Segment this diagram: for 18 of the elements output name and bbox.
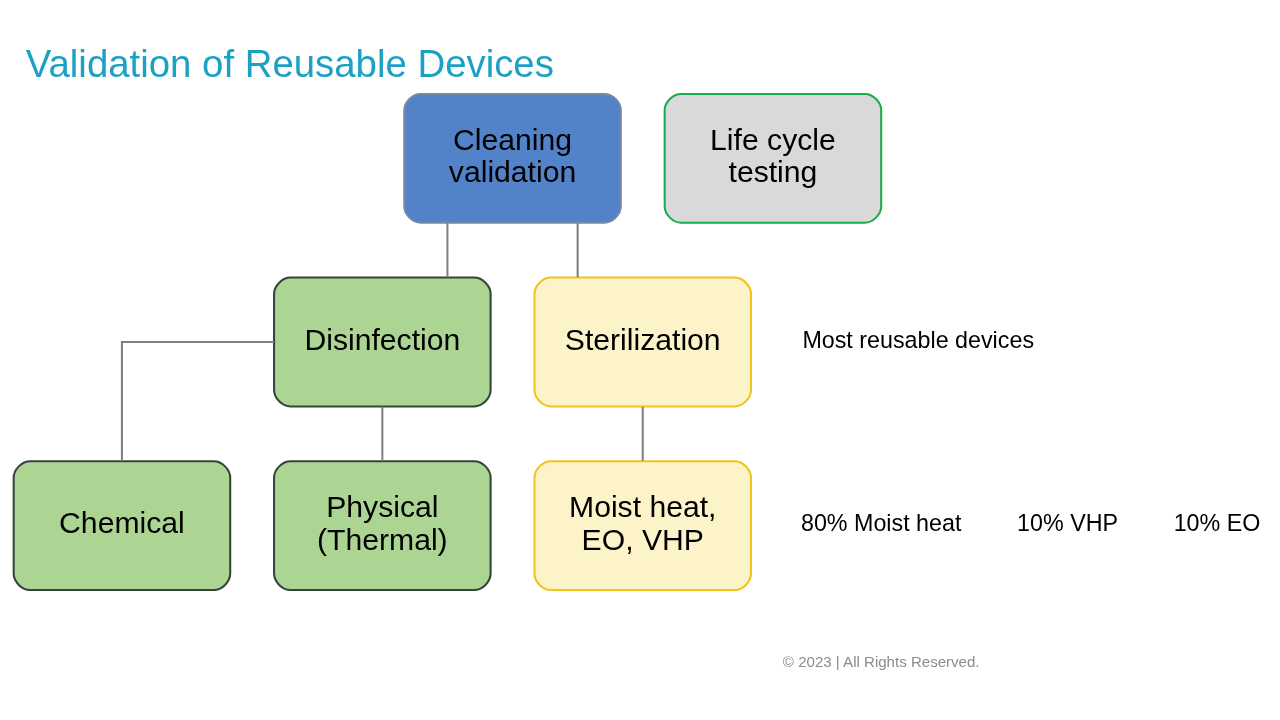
node-box: Sterilization [533, 276, 753, 407]
node-box: Chemical [12, 459, 232, 591]
node-box: Moist heat, EO, VHP [533, 459, 753, 591]
label: 10% VHP [1017, 509, 1119, 536]
node-box: Disinfection [273, 276, 492, 407]
label: 10% EO [1173, 509, 1261, 536]
diagram-title: Validation of Reusable Devices [25, 41, 554, 85]
label: © 2023 | All Rights Reserved. [782, 652, 980, 670]
label: Most reusable devices [802, 326, 1035, 353]
label: 80% Moist heat [800, 509, 962, 536]
connector [446, 222, 449, 277]
connector [576, 222, 579, 277]
connector [120, 340, 274, 461]
connector [641, 406, 644, 461]
connector [381, 406, 384, 461]
node-box: Cleaning validation [403, 92, 622, 224]
node-box: Physical (Thermal) [273, 459, 492, 591]
node-box: Life cycle testing [663, 92, 883, 224]
